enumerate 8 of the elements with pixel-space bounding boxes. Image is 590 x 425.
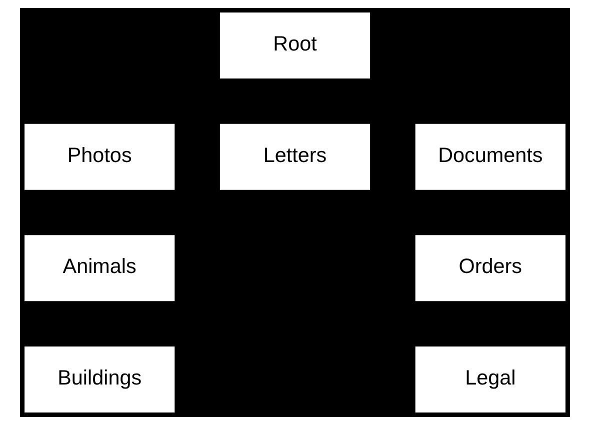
node-box: Legal [415, 346, 566, 412]
node-box: Documents [415, 124, 566, 190]
node-box: Photos [24, 124, 175, 190]
node-box: Root [220, 12, 370, 79]
node-box: Animals [24, 235, 175, 302]
node-box: Letters [220, 124, 370, 190]
node-box: Orders [415, 235, 566, 302]
node-box: Buildings [24, 346, 175, 412]
